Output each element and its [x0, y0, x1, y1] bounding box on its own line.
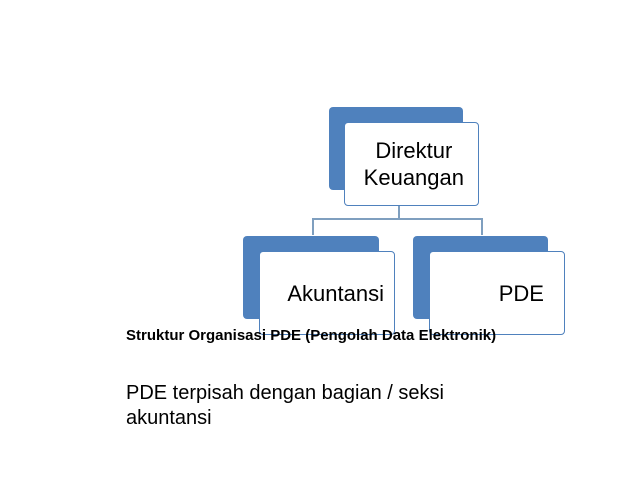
connector-root-stem: [398, 205, 400, 218]
node-direktur-keuangan-box: Direktur Keuangan: [344, 122, 479, 206]
connector-left-drop: [312, 218, 314, 235]
node-pde-box: PDE: [429, 251, 565, 335]
connector-horizontal: [312, 218, 482, 220]
diagram-caption: Struktur Organisasi PDE (Pengolah Data E…: [126, 327, 497, 344]
node-direktur-keuangan-line1: Direktur: [375, 138, 453, 163]
node-pde-label: PDE: [498, 280, 544, 306]
connector-right-drop: [481, 218, 483, 235]
node-direktur-keuangan-line2: Keuangan: [363, 165, 464, 190]
node-akuntansi-label: Akuntansi: [287, 280, 384, 306]
slide-body-text: PDE terpisah dengan bagian / seksi akunt…: [126, 382, 444, 429]
node-akuntansi-box: Akuntansi: [259, 251, 395, 335]
node-direktur-keuangan-label: Direktur Keuangan: [364, 137, 464, 191]
